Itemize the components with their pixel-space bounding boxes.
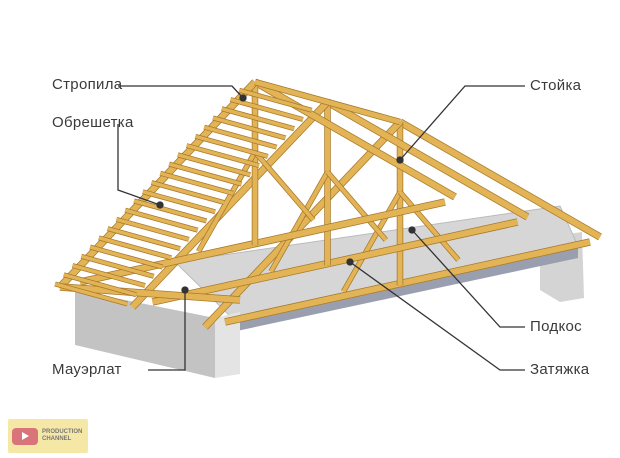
batten	[72, 263, 146, 288]
play-icon	[12, 428, 38, 445]
batten	[221, 107, 295, 131]
leader-dot	[396, 156, 404, 164]
rafter-right	[253, 79, 457, 200]
strut	[269, 171, 330, 273]
batten	[107, 226, 181, 251]
batten	[168, 162, 243, 186]
label-tie-beam: Затяжка	[530, 361, 590, 378]
rafter-left	[130, 99, 330, 310]
batten	[159, 171, 234, 195]
batten	[151, 180, 225, 205]
leader-dot	[156, 201, 164, 209]
strut	[398, 190, 460, 262]
leader-dot	[239, 94, 247, 102]
label-post: Стойка	[530, 77, 582, 94]
batten	[89, 245, 164, 269]
ridge-beam	[254, 79, 401, 125]
left-wall-side	[215, 312, 240, 378]
batten	[194, 134, 269, 159]
batten	[98, 236, 172, 260]
leader-line	[148, 290, 186, 371]
rafter-right	[326, 99, 529, 220]
batten	[133, 199, 207, 223]
batten	[177, 153, 251, 177]
rafter-right	[398, 119, 602, 240]
batten	[238, 88, 313, 112]
label-rafters: Стропила	[52, 76, 123, 93]
tie-beam	[224, 239, 591, 325]
batten	[80, 254, 155, 278]
rafter-left	[202, 119, 403, 330]
batten	[54, 282, 128, 306]
label-strut: Подкос	[530, 318, 582, 335]
strut	[341, 191, 402, 293]
leader-dot	[181, 286, 189, 294]
batten	[203, 125, 278, 149]
leader-line	[117, 124, 161, 206]
label-battens: Обрешетка	[52, 114, 134, 131]
batten	[186, 143, 260, 168]
batten	[124, 208, 199, 232]
batten	[63, 273, 137, 297]
wall-plate	[59, 284, 241, 303]
strut	[325, 170, 388, 242]
leader-line	[399, 85, 525, 161]
leader-line	[411, 229, 525, 328]
batten	[212, 116, 286, 140]
logo-line2: CHANNEL	[42, 436, 72, 442]
leader-dot	[346, 258, 354, 266]
leader-line	[118, 85, 244, 99]
batten	[142, 190, 216, 214]
leader-line	[349, 261, 525, 371]
left-wall-front	[75, 290, 215, 378]
batten	[230, 97, 304, 122]
logo-line1: PRODUCTION	[42, 429, 83, 435]
strut	[196, 151, 257, 253]
slab-edge	[232, 246, 578, 332]
label-wall-plate: Мауэрлат	[52, 361, 122, 378]
tie-beam	[151, 219, 519, 305]
strut	[253, 150, 315, 222]
batten	[115, 217, 190, 242]
leader-dot	[408, 226, 416, 234]
tie-beam	[79, 199, 446, 285]
